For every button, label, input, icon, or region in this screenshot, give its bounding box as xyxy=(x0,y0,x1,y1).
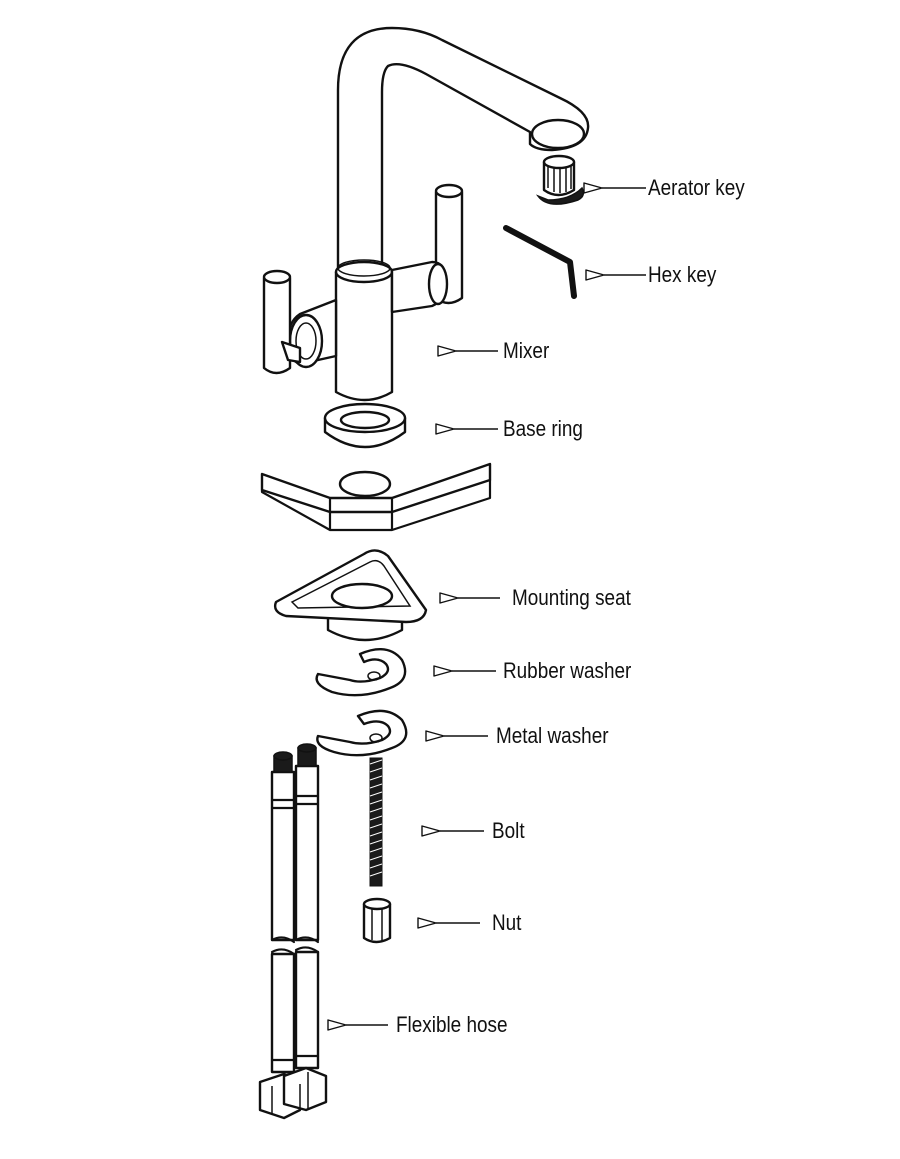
rubber-washer-part xyxy=(315,648,407,697)
base-ring-part xyxy=(323,402,407,449)
label-rubber-washer: Rubber washer xyxy=(503,658,632,683)
label-mounting-seat: Mounting seat xyxy=(512,585,631,610)
bolt-part xyxy=(369,757,383,887)
spout-collar xyxy=(334,260,394,284)
label-metal-washer: Metal washer xyxy=(496,723,609,748)
flexible-hose-part xyxy=(258,743,328,1120)
metal-washer-part xyxy=(316,709,408,757)
left-handle xyxy=(262,276,292,375)
spout-outlet xyxy=(530,118,586,150)
mounting-seat-part xyxy=(273,549,428,642)
left-handle-top xyxy=(262,269,292,285)
mixer-body xyxy=(334,270,394,402)
label-flexible-hose: Flexible hose xyxy=(396,1012,508,1037)
right-handle-top xyxy=(434,183,464,199)
worktop-part xyxy=(260,462,492,532)
leader-arrows xyxy=(327,182,646,1031)
label-hex-key: Hex key xyxy=(648,262,717,287)
mixer-part xyxy=(262,26,590,402)
label-mixer: Mixer xyxy=(503,338,550,363)
nut-part xyxy=(362,897,392,944)
aerator-key-part xyxy=(535,154,585,205)
label-aerator-key: Aerator key xyxy=(648,175,745,200)
label-base-ring: Base ring xyxy=(503,416,583,441)
label-nut: Nut xyxy=(492,910,522,935)
label-bolt: Bolt xyxy=(492,818,525,843)
hex-key-part xyxy=(503,225,577,299)
right-arm-end xyxy=(427,262,449,306)
